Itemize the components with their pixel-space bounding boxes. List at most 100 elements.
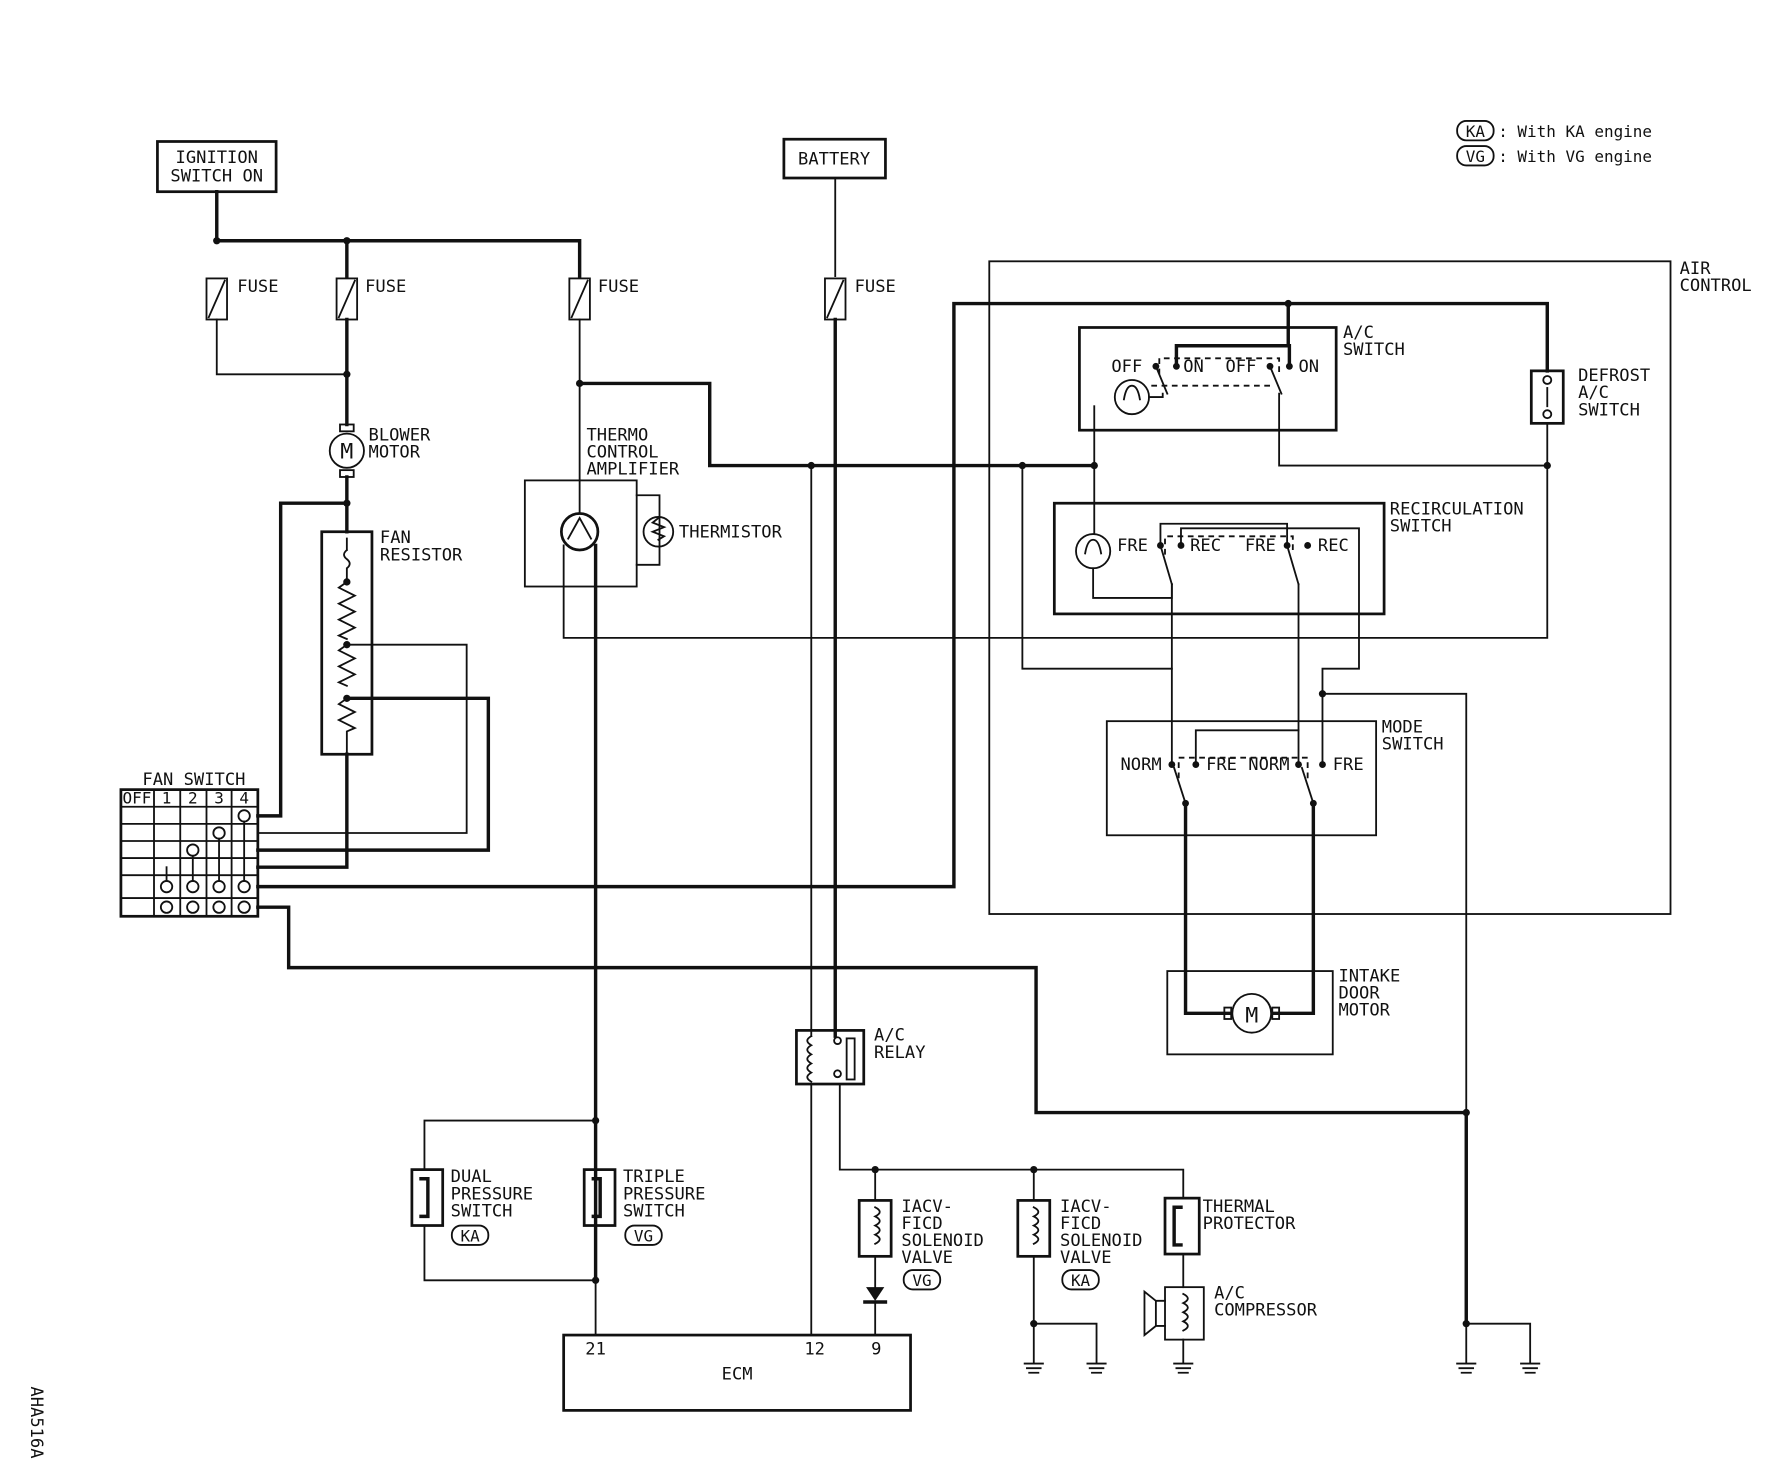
junction-dot bbox=[213, 237, 221, 245]
iacv-vg-label-1: IACV- bbox=[901, 1197, 953, 1217]
recirc-fre-bus bbox=[1159, 522, 1289, 547]
fan-switch-pos-3: 3 bbox=[214, 788, 224, 807]
legend-ka-badge: KA bbox=[1466, 122, 1486, 141]
dual-label-3: SWITCH bbox=[451, 1201, 513, 1221]
legend-vg-badge: VG bbox=[1466, 147, 1485, 166]
junction-dot bbox=[1284, 299, 1292, 308]
compressor-label-1: A/C bbox=[1214, 1284, 1245, 1304]
thermo-label-1: THERMO bbox=[586, 425, 648, 445]
air-control-unit: AIR CONTROL bbox=[988, 259, 1752, 915]
ac-switch-off-1: OFF bbox=[1111, 357, 1142, 377]
relay-out-wire bbox=[838, 1083, 1185, 1200]
fuse-blower-1: FUSE bbox=[205, 277, 279, 321]
iacv-ka-label-2: FICD bbox=[1060, 1214, 1101, 1234]
ecm: 21 12 9 ECM bbox=[562, 1333, 912, 1412]
fuse-label: FUSE bbox=[855, 277, 896, 297]
pressure-switch-icon bbox=[591, 1177, 602, 1219]
thermistor-box bbox=[635, 494, 661, 566]
recirc-rec-1: REC bbox=[1190, 536, 1221, 556]
thermo-label-2: CONTROL bbox=[586, 443, 658, 463]
fan-speed3-wire bbox=[256, 643, 468, 834]
iacv-vg-label-3: SOLENOID bbox=[901, 1231, 983, 1251]
dual-label-1: DUAL bbox=[451, 1167, 492, 1187]
blower-label-1: BLOWER bbox=[369, 425, 432, 445]
ground-icon bbox=[1520, 1362, 1541, 1374]
ac-relay: A/C RELAY bbox=[795, 1026, 926, 1086]
motor-icon: M bbox=[1245, 1003, 1258, 1028]
fan-switch-pos-1: 1 bbox=[162, 788, 172, 807]
fan-speed2-wire bbox=[256, 696, 491, 852]
ground-icon bbox=[1456, 1362, 1477, 1374]
defrost-label-1: DEFROST bbox=[1578, 366, 1650, 386]
transistor-icon bbox=[566, 516, 593, 540]
ac-switch-on-2: ON bbox=[1299, 357, 1320, 377]
recirculation-switch: RECIRCULATION SWITCH FRE REC FRE REC bbox=[1052, 500, 1524, 766]
thermal-label-1: THERMAL bbox=[1203, 1197, 1275, 1217]
mode-switch: MODE SWITCH NORM FRE NORM FRE bbox=[1105, 718, 1444, 837]
air-control-label-1: AIR bbox=[1680, 259, 1712, 279]
air-control-label-2: CONTROL bbox=[1680, 276, 1752, 296]
ac-switch-off-2: OFF bbox=[1225, 357, 1256, 377]
ground-icon bbox=[1023, 1362, 1044, 1374]
thermal-protector: THERMAL PROTECTOR bbox=[1163, 1196, 1296, 1256]
compressor-label-2: COMPRESSOR bbox=[1214, 1301, 1318, 1321]
recirc-lamp-wire bbox=[1092, 567, 1173, 599]
thermo-signal-wire bbox=[562, 464, 1549, 639]
ac-relay-label-1: A/C bbox=[874, 1026, 905, 1046]
fan-switch-pos-2: 2 bbox=[188, 788, 198, 807]
fan-switch: FAN SWITCH OFF 1 2 3 4 bbox=[119, 770, 260, 918]
intake-label-2: DOOR bbox=[1338, 983, 1380, 1003]
iacv-vg-solenoid: IACV- FICD SOLENOID VALVE VG bbox=[857, 1197, 984, 1291]
legend-vg-text: : With VG engine bbox=[1498, 147, 1652, 166]
indicator-lamp-icon bbox=[1084, 538, 1103, 555]
iacv-vg-label-4: VALVE bbox=[901, 1248, 953, 1268]
recirc-fre-2: FRE bbox=[1245, 536, 1276, 556]
junction-dot bbox=[343, 370, 351, 378]
ignition-label-2: SWITCH ON bbox=[170, 166, 263, 186]
motor-icon: M bbox=[340, 440, 353, 465]
figure-id: AHA516A bbox=[26, 1386, 46, 1458]
fuse-join-wire bbox=[215, 318, 348, 376]
iacv-vg-label-2: FICD bbox=[901, 1214, 942, 1234]
recirc-common-wire bbox=[1021, 464, 1173, 670]
legend-vg: VG : With VG engine bbox=[1456, 145, 1652, 167]
fan-high-wire bbox=[256, 501, 349, 818]
resistor-icon bbox=[336, 643, 357, 687]
defrost-ac-switch: DEFROST A/C SWITCH bbox=[1529, 366, 1650, 425]
iacv-ka-label-3: SOLENOID bbox=[1060, 1231, 1142, 1251]
relay-contact-icon bbox=[845, 1037, 856, 1081]
mode-fre-1: FRE bbox=[1206, 755, 1237, 775]
ac-switch-bus bbox=[1174, 344, 1292, 368]
dual-badge: KA bbox=[460, 1227, 480, 1246]
mode-switch-link bbox=[1177, 756, 1309, 779]
dual-pressure-top-wire bbox=[423, 1119, 597, 1171]
blower-motor: M BLOWER MOTOR bbox=[328, 423, 432, 478]
recirc-switch-blade bbox=[1285, 544, 1300, 586]
triple-pressure-switch: TRIPLE PRESSURE SWITCH VG bbox=[582, 1167, 705, 1246]
iacv-vg-badge: VG bbox=[912, 1271, 931, 1290]
diode-icon bbox=[866, 1287, 885, 1301]
transistor-icon bbox=[560, 512, 600, 552]
indicator-lamp-icon bbox=[1122, 384, 1141, 401]
ac-switch-title-2: SWITCH bbox=[1343, 340, 1405, 360]
dual-pressure-bottom-wire bbox=[423, 1224, 597, 1282]
ac-switch: A/C SWITCH OFF ON OFF ON bbox=[1078, 323, 1405, 432]
legend-ka-text: : With KA engine bbox=[1498, 122, 1652, 141]
ecm-pin-21: 21 bbox=[585, 1339, 606, 1359]
thermo-control-amplifier: THERMO CONTROL AMPLIFIER THERMISTOR bbox=[523, 425, 783, 588]
thermo-to-air-control-wire bbox=[577, 381, 1096, 468]
legend: KA : With KA engine VG : With VG engine bbox=[1456, 120, 1652, 167]
legend-ka: KA : With KA engine bbox=[1456, 120, 1652, 142]
fan-switch-ground-wire bbox=[256, 905, 1468, 1326]
mode-fre-wire bbox=[1194, 729, 1300, 766]
fan-switch-pos-4: 4 bbox=[239, 788, 249, 807]
compressor-clutch-icon bbox=[1143, 1289, 1166, 1337]
intake-door-motor: M INTAKE DOOR MOTOR bbox=[1166, 966, 1400, 1056]
recirc-title-2: SWITCH bbox=[1390, 517, 1452, 537]
thermal-protector-icon bbox=[1172, 1205, 1183, 1247]
ignition-label-1: IGNITION bbox=[176, 148, 258, 168]
triple-label-1: TRIPLE bbox=[623, 1167, 685, 1187]
ac-switch-lamp-wire bbox=[1148, 392, 1164, 399]
intake-label-3: MOTOR bbox=[1338, 1001, 1390, 1021]
